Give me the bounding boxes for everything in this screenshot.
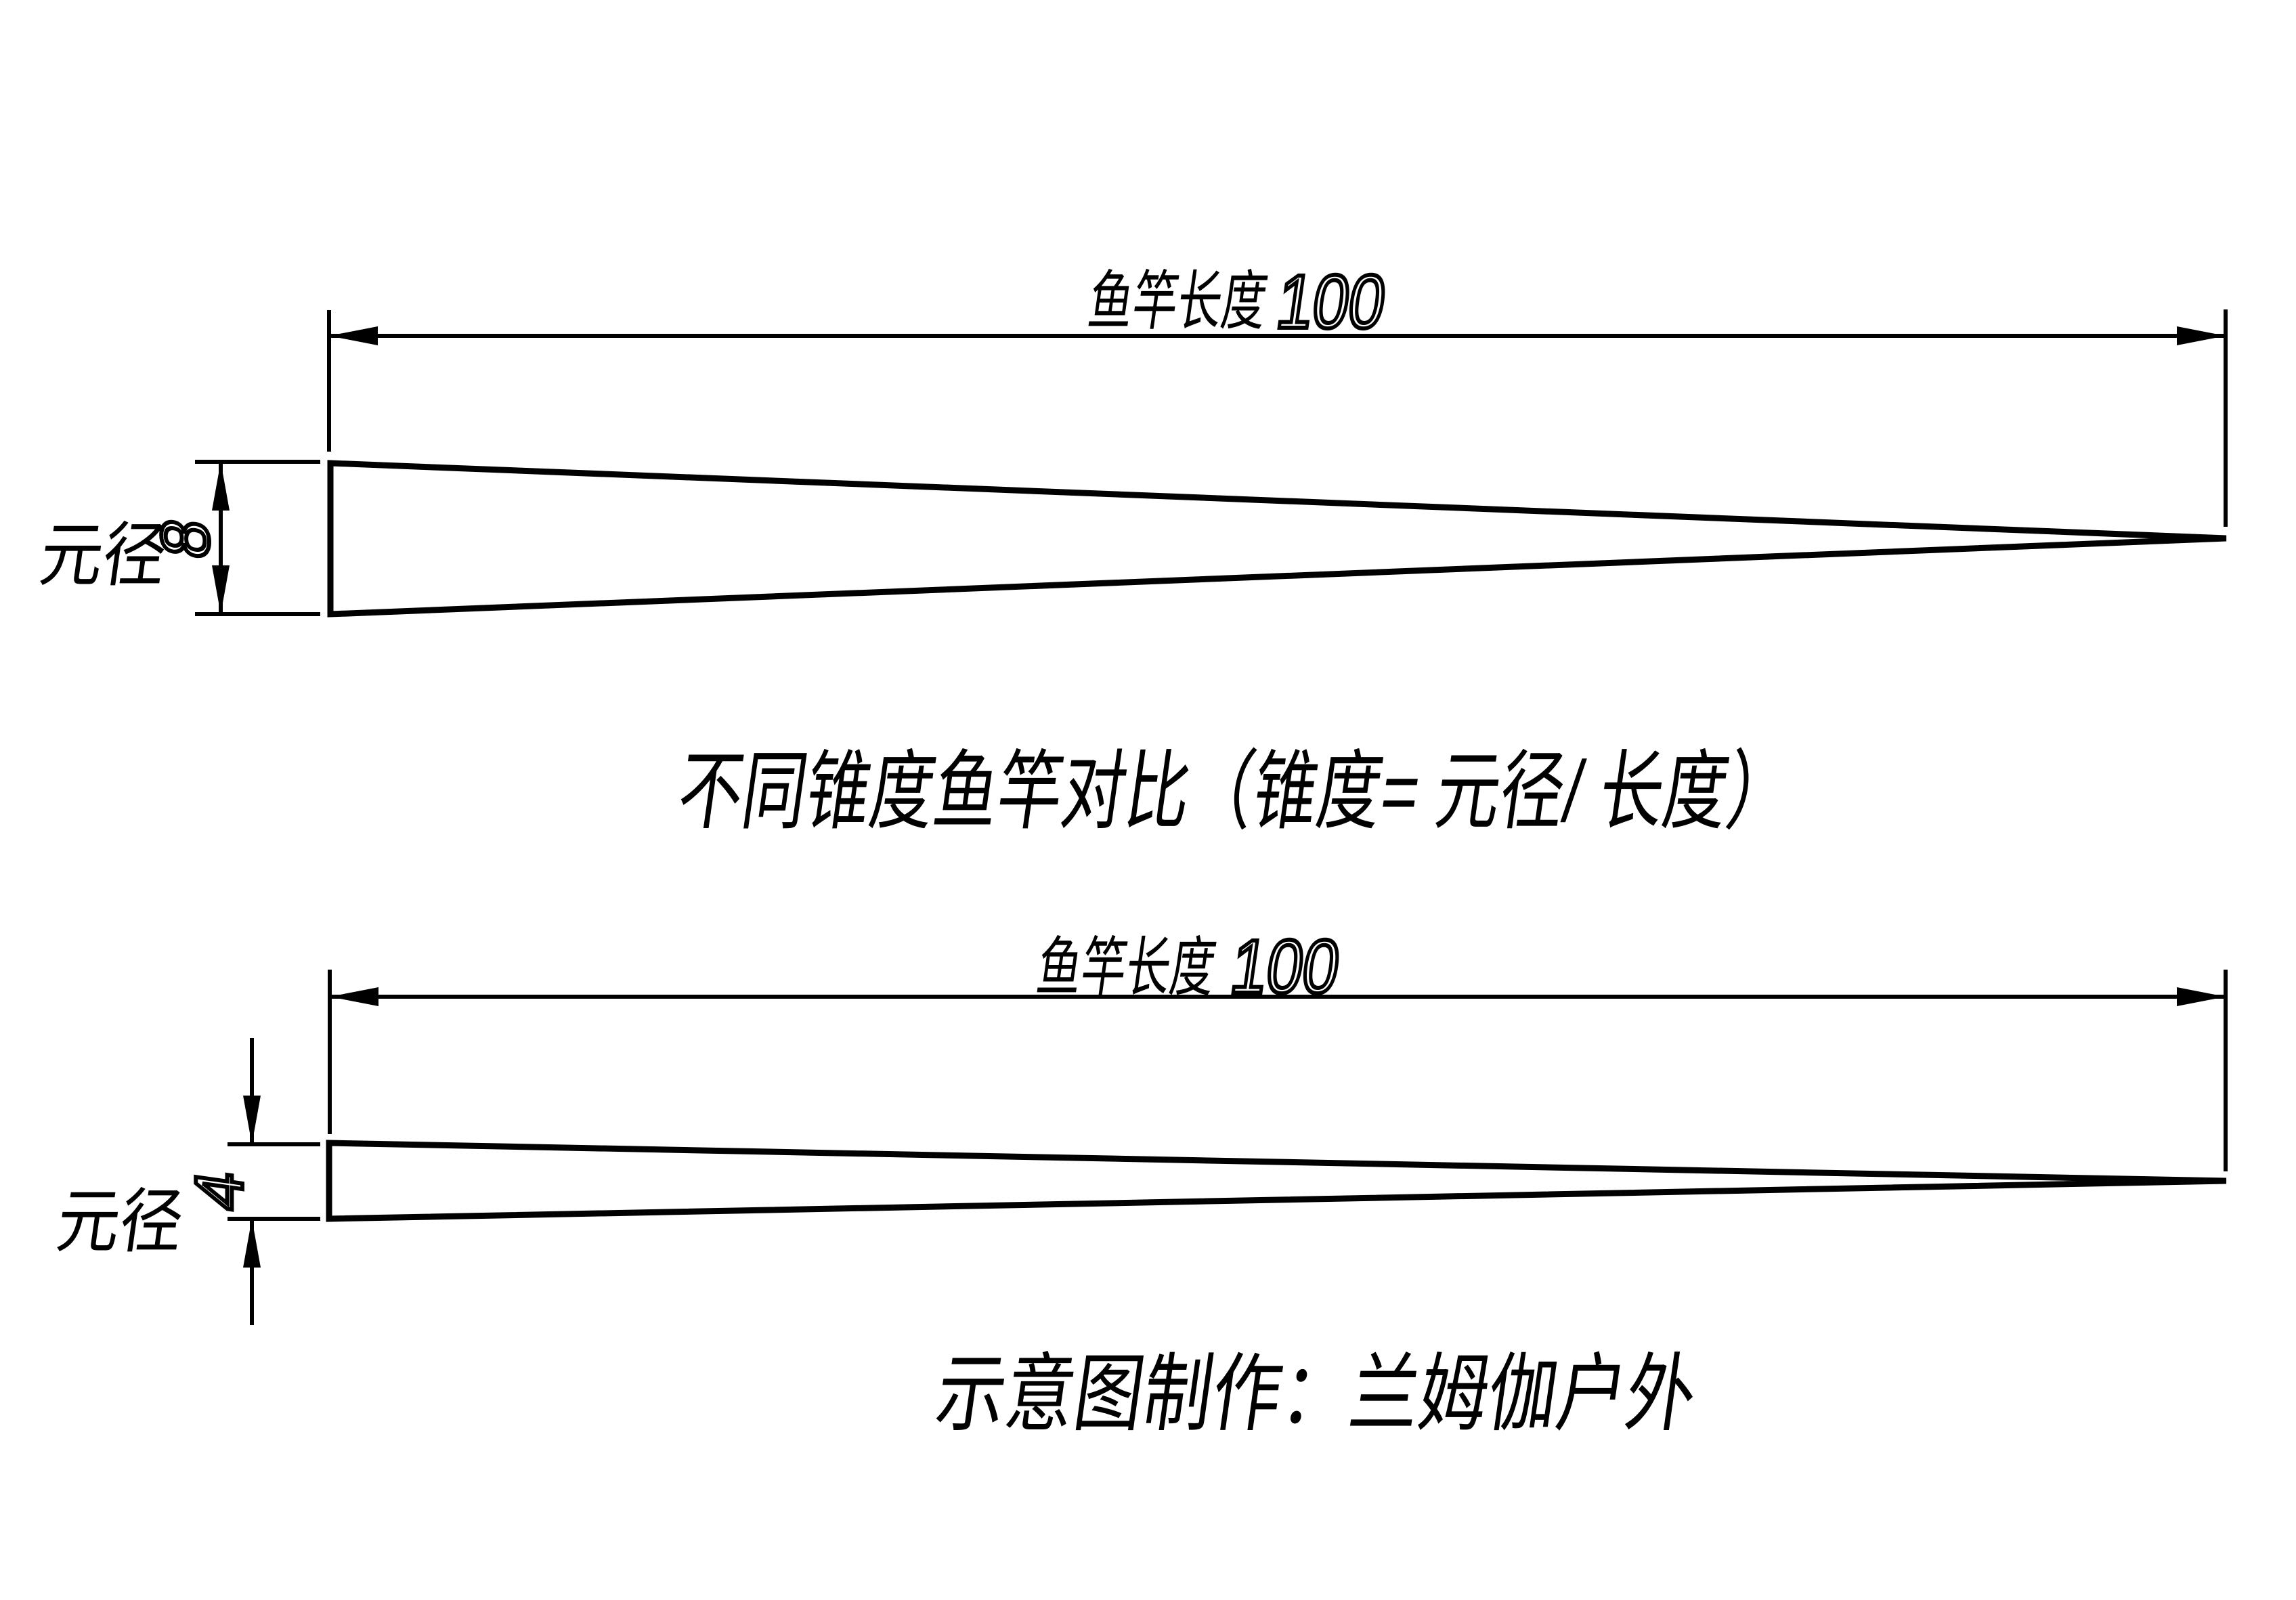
bottom-diagram: 鱼竿长度 100 元径 4 [52,922,2228,1325]
drawing-title: 不同锥度鱼竿对比（锥度= 元径/ 长度） [672,744,1798,840]
down-arrowhead-icon [243,1096,261,1144]
top-length-label: 鱼竿长度 [1084,265,1272,337]
top-length-value: 100 [1272,259,1391,343]
left-arrowhead-icon [329,326,378,345]
bottom-diameter-value: 4 [181,1167,257,1215]
right-arrowhead-icon [2177,987,2226,1006]
left-arrowhead-icon [330,987,378,1006]
bottom-length-label: 鱼竿长度 [1033,932,1220,1003]
down-arrowhead-icon [212,565,230,614]
top-diagram: 鱼竿长度 100 元径 8 [35,257,2228,618]
top-rod-profile [327,460,2227,618]
top-diameter-label: 元径 [35,516,171,594]
right-arrowhead-icon [2177,326,2226,345]
up-arrowhead-icon [243,1219,261,1268]
up-arrowhead-icon [212,462,230,511]
bottom-length-value: 100 [1226,924,1345,1009]
bottom-diameter-label: 元径 [52,1182,188,1261]
bottom-rod-profile [326,1140,2227,1222]
credit-text: 示意图制作：兰姆伽户外 [930,1346,1702,1442]
